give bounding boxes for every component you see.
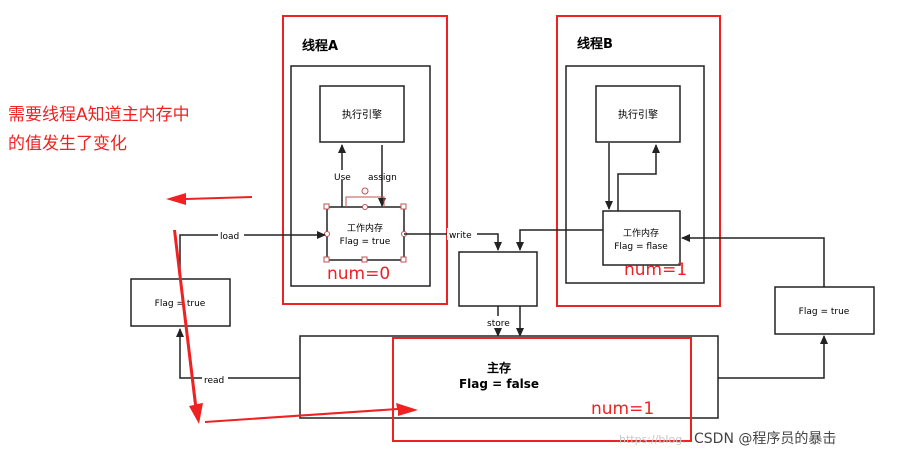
thread-b-work-memory-label: 工作内存: [623, 227, 659, 239]
thread-b-highlight-frame: [556, 15, 721, 307]
thread-b-title: 线程B: [577, 36, 613, 52]
load-label: load: [220, 232, 239, 242]
thread-b-work-memory: [602, 210, 681, 266]
thread-a-container: [290, 65, 431, 287]
thread-b-execution-engine: [595, 85, 681, 143]
thread-b-container: [565, 65, 705, 284]
thread-a-highlight-frame: [282, 15, 448, 305]
thread-b-engine-label: 执行引擎: [618, 108, 658, 121]
thread-a-engine-label: 执行引擎: [342, 108, 382, 121]
thread-a-work-memory-flag: Flag = true: [340, 237, 391, 247]
watermark-prefix: https://blog.: [619, 433, 686, 446]
right-store-arrow: [718, 335, 828, 379]
thread-a-num-note: num=0: [327, 264, 390, 284]
thread-a-execution-engine: [319, 85, 405, 143]
right-flag-label: Flag = true: [799, 307, 850, 317]
store-label: store: [487, 319, 510, 329]
thread-b-num-note: num=1: [624, 260, 687, 280]
read-label: read: [204, 376, 224, 386]
thread-a-title: 线程A: [302, 38, 338, 54]
thread-b-write-arrow: [516, 229, 603, 251]
load-arrow: [179, 231, 326, 279]
thread-a-work-memory-label: 工作内存: [347, 222, 383, 234]
main-memory-box: [299, 335, 719, 419]
watermark-main: CSDN @程序员的暴击: [694, 431, 836, 447]
use-label: Use: [334, 173, 351, 183]
thread-b-work-memory-flag: Flag = flase: [614, 242, 668, 252]
right-flag-box: [774, 286, 875, 335]
main-memory-title: 主存: [487, 360, 511, 375]
left-flag-label: Flag = true: [155, 299, 206, 309]
write-arrow: [404, 233, 502, 251]
red-annotation-arrows: [166, 193, 418, 424]
assign-label: assign: [368, 173, 397, 183]
main-memory-highlight-frame: [392, 337, 692, 442]
right-load-arrow: [681, 234, 825, 287]
annotation-line-2: 的值发生了变化: [8, 134, 127, 154]
main-memory-num-note: num=1: [591, 399, 654, 419]
main-memory-flag: Flag = false: [459, 377, 539, 391]
intermediate-box: [458, 251, 538, 307]
thread-b-up-arrow: [617, 144, 660, 211]
annotation-line-1: 需要线程A知道主内存中: [8, 105, 190, 125]
read-arrow: [176, 328, 300, 379]
rotate-handle-line: [345, 196, 385, 207]
write-label: write: [449, 231, 472, 241]
